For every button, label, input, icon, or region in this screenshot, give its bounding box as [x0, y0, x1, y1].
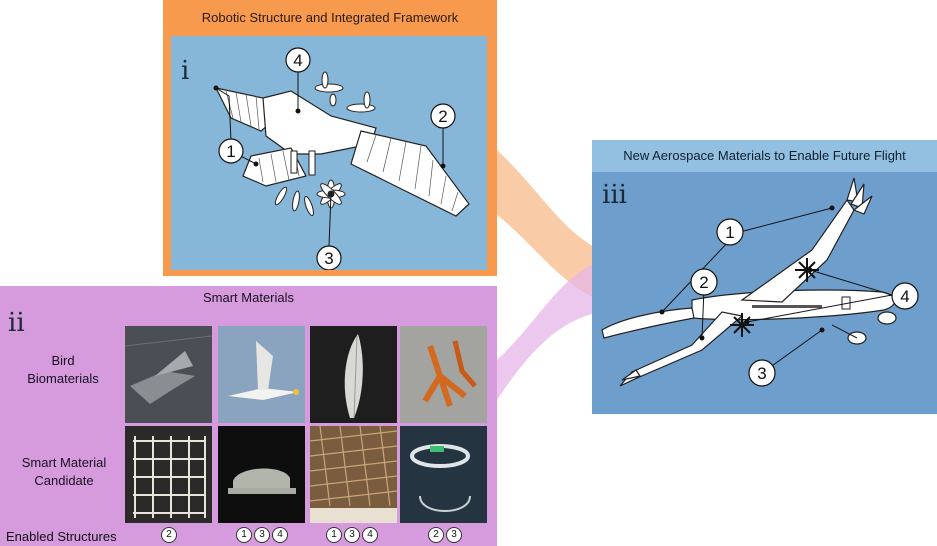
row-label-smart-material-candidate: Smart Material Candidate: [21, 455, 107, 488]
flexible-electronics-illustration: [400, 426, 487, 523]
callout-1: 1: [725, 223, 734, 242]
enabled-number: 3: [254, 527, 270, 543]
callout-2: 2: [438, 107, 447, 126]
photo-bird-talon: [400, 326, 487, 423]
panel-i-leader-dots: [213, 85, 446, 169]
photo-gull-in-flight: [218, 326, 305, 423]
aircraft-upper-wing: [740, 198, 855, 303]
enabled-group-4: 2 3: [428, 527, 462, 543]
enabled-structures-label: Enabled Structures: [6, 529, 117, 544]
soft-actuator-illustration: [218, 426, 305, 523]
enabled-number: 2: [428, 527, 444, 543]
panel-iii-leader-dots: [659, 205, 835, 341]
robot-legs: [274, 150, 316, 216]
honeycomb-illustration: [310, 426, 397, 523]
photo-lattice-structure: [125, 426, 212, 523]
feather-illustration: [310, 326, 397, 423]
talon-illustration: [400, 326, 487, 423]
enabled-group-2: 1 3 4: [236, 527, 288, 543]
right-wing-hatching: [366, 134, 459, 212]
robot-bird-drawing: 1 2 3 4: [213, 47, 470, 270]
lower-wing-tip-feathers: [619, 369, 641, 387]
aircraft-rotors: [730, 258, 819, 337]
enabled-number: 2: [161, 527, 177, 543]
enabled-group-1: 2: [161, 527, 177, 543]
photo-flexible-electronics: [400, 426, 487, 523]
photo-bird-in-wind-tunnel: [125, 326, 212, 423]
panel-smart-materials: Smart Materials ii Bird Biomaterials Sma…: [0, 286, 497, 546]
gull-illustration: [218, 326, 305, 423]
panel-ii-title: Smart Materials: [202, 290, 295, 305]
aircraft-engines: [831, 311, 897, 345]
lattice-illustration: [125, 426, 212, 523]
aircraft-tail: [601, 307, 695, 339]
panel-i-numeral: i: [181, 56, 190, 86]
callout-3: 3: [757, 364, 766, 383]
robot-tail: [242, 147, 307, 187]
enabled-group-3: 1 3 4: [326, 527, 378, 543]
enabled-number: 4: [272, 527, 288, 543]
photo-soft-actuator: [218, 426, 305, 523]
purple-connector: [497, 262, 600, 400]
panel-robotic-structure: Robotic Structure and Integrated Framewo…: [163, 0, 497, 276]
future-aircraft-drawing: 1 2 3 4: [601, 177, 919, 387]
panel-i-canvas: i: [171, 36, 487, 270]
callout-3: 3: [324, 249, 333, 268]
enabled-number: 3: [344, 527, 360, 543]
panel-iii-title: New Aerospace Materials to Enable Future…: [592, 140, 937, 172]
panel-iii-callouts: 1 2 3 4: [690, 218, 919, 387]
callout-4: 4: [293, 51, 302, 70]
upper-wing-tip-feathers: [846, 177, 873, 215]
robot-right-wing: [350, 130, 470, 217]
panel-iii-numeral: iii: [602, 180, 627, 210]
orange-connector: [497, 150, 600, 300]
propeller-assemblies: [314, 71, 376, 113]
bird-wind-tunnel-illustration: [125, 326, 212, 423]
row-label-bird-biomaterials: Bird Biomaterials: [27, 353, 99, 386]
photo-honeycomb-material: [310, 426, 397, 523]
callout-1: 1: [226, 142, 235, 161]
panel-future-flight: New Aerospace Materials to Enable Future…: [592, 140, 937, 414]
enabled-number: 4: [362, 527, 378, 543]
enabled-number: 1: [236, 527, 252, 543]
panel-i-title: Robotic Structure and Integrated Framewo…: [201, 10, 459, 25]
enabled-number: 1: [326, 527, 342, 543]
callout-2: 2: [699, 273, 708, 292]
enabled-number: 3: [446, 527, 462, 543]
photo-feather: [310, 326, 397, 423]
panel-i-callouts: 1 2 3 4: [218, 47, 456, 270]
callout-4: 4: [900, 287, 909, 306]
panel-ii-numeral: ii: [8, 308, 25, 338]
